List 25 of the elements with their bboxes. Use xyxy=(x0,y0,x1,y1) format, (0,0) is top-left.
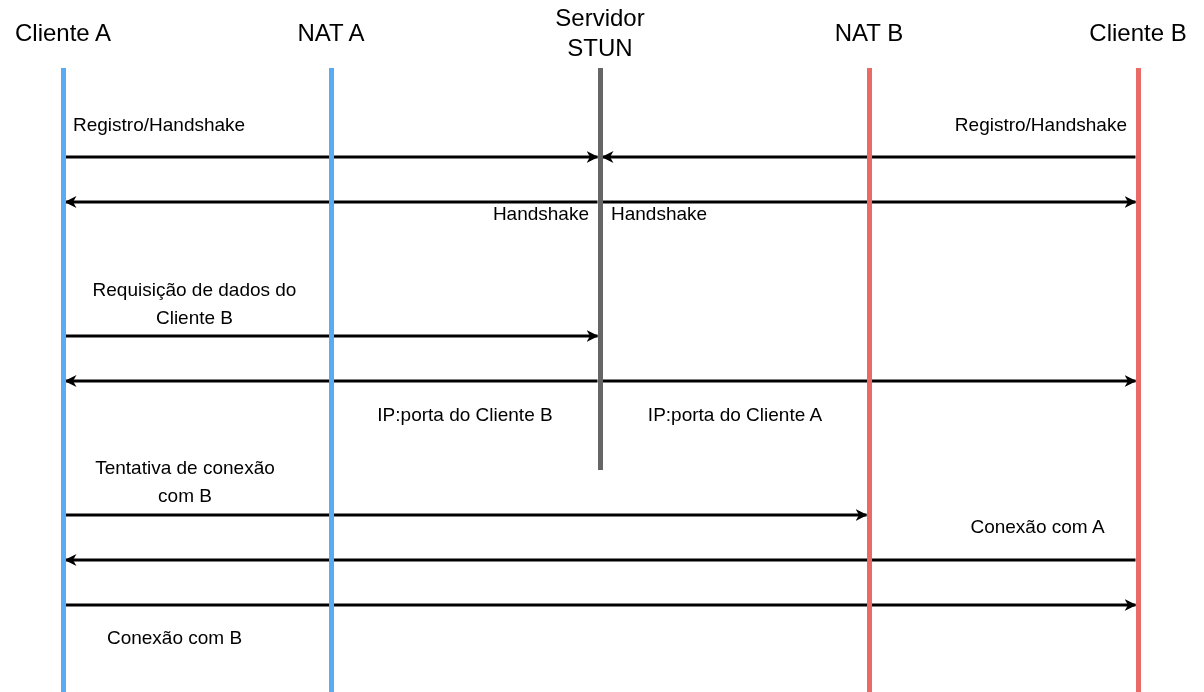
message-arrow xyxy=(65,509,868,521)
edge-label: Registro/Handshake xyxy=(953,113,1127,137)
lifeline-label: Cliente B xyxy=(1088,18,1188,48)
message-arrow xyxy=(65,599,1137,611)
edge-label: IP:porta do Cliente B xyxy=(376,403,554,427)
edge-label: Tentativa de conexão com B xyxy=(94,456,276,508)
edge-label: Requisição de dados do Cliente B xyxy=(91,278,298,330)
message-arrow xyxy=(64,375,598,387)
edge-label: IP:porta do Cliente A xyxy=(646,403,824,427)
message-arrow xyxy=(601,151,1136,163)
message-arrow xyxy=(64,554,1136,566)
edge-label: Conexão com A xyxy=(969,515,1106,539)
lifeline-label: NAT A xyxy=(296,18,366,48)
lifeline-label: Cliente A xyxy=(13,18,113,48)
message-arrow xyxy=(602,375,1137,387)
message-arrow xyxy=(65,330,599,342)
edge-label: Handshake xyxy=(491,202,589,226)
edge-label: Conexão com B xyxy=(105,626,244,650)
message-arrow xyxy=(64,196,598,208)
message-arrow xyxy=(65,151,599,163)
edge-label: Registro/Handshake xyxy=(73,113,247,137)
message-arrow xyxy=(602,196,1137,208)
edge-label: Handshake xyxy=(611,202,709,226)
lifeline-label: NAT B xyxy=(833,18,905,48)
lifeline-label: Servidor STUN xyxy=(554,3,646,63)
